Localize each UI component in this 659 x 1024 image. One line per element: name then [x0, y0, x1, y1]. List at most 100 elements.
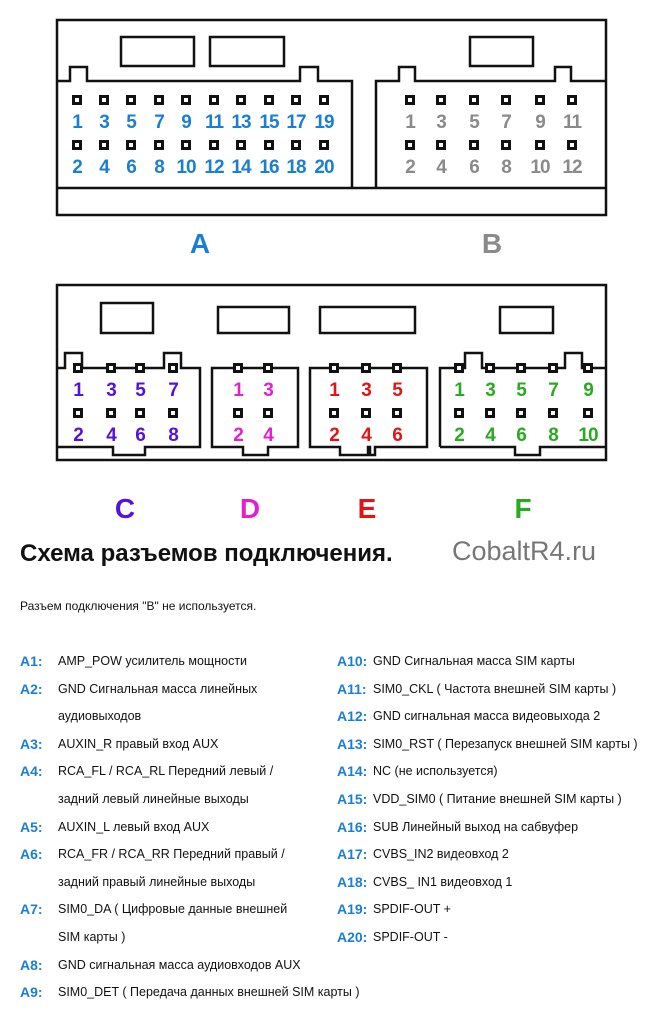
pin-number-d: 4: [263, 425, 274, 446]
pin-number-d: 1: [233, 380, 244, 401]
pin-description: AUXIN_R правый вход AUX: [58, 731, 218, 759]
pin-contact: [469, 140, 479, 150]
list-item: A12:GND сигнальная масса видеовыхода 2: [337, 703, 638, 731]
latch: [208, 35, 286, 68]
pin-description: SUB Линейный выход на сабвуфер: [373, 814, 578, 842]
pin-id: A15:: [337, 790, 368, 807]
pin-contact: [72, 95, 82, 105]
pin-number-f: 4: [485, 425, 496, 446]
pin-number-b: 8: [501, 157, 512, 178]
pin-description: RCA_FR / RCA_RR Передний правый /задний …: [58, 841, 285, 896]
pin-number-a: 10: [176, 157, 196, 178]
description-line: SUB Линейный выход на сабвуфер: [373, 819, 579, 834]
pin-contact: [469, 95, 479, 105]
list-item: A1:AMP_POW усилитель мощности: [20, 648, 360, 676]
pin-number-e: 6: [392, 425, 403, 446]
pin-contact: [264, 95, 274, 105]
connector-a-outline: [57, 65, 354, 188]
description-line: NC (не используется): [373, 764, 498, 779]
pin-id: A17:: [337, 846, 368, 863]
pin-description: AMP_POW усилитель мощности: [58, 648, 247, 676]
list-item: A4:RCA_FL / RCA_RL Передний левый /задни…: [20, 758, 360, 813]
pin-contact: [501, 95, 511, 105]
pin-contact: [73, 363, 83, 373]
pin-id: A20:: [337, 928, 368, 945]
pin-number-b: 7: [501, 112, 512, 133]
pin-contact: [535, 95, 545, 105]
pin-contact: [135, 363, 145, 373]
description-line: AMP_POW усилитель мощности: [58, 654, 248, 668]
list-item: A15:VDD_SIM0 ( Питание внешней SIM карты…: [337, 786, 638, 814]
pin-contact: [405, 140, 415, 150]
pin-number-a: 5: [126, 112, 137, 133]
pin-contact: [485, 363, 495, 373]
latch: [498, 305, 555, 335]
pin-contact: [126, 140, 136, 150]
pin-number-e: 3: [361, 380, 372, 401]
pin-number-d: 3: [263, 380, 274, 401]
pin-contact: [106, 408, 116, 418]
list-item: A5: AUXIN_L левый вход AUX: [20, 814, 360, 842]
pin-contact: [454, 408, 464, 418]
pin-id: A4:: [20, 763, 43, 780]
pin-number-a: 20: [314, 157, 334, 178]
list-item: A9:SIM0_DET ( Передача данных внешней SI…: [20, 979, 360, 1007]
pin-number-c: 6: [135, 425, 146, 446]
bottom-housing: [55, 283, 608, 462]
pin-contact: [154, 140, 164, 150]
pin-contact: [319, 140, 329, 150]
label-text: E: [357, 493, 377, 524]
pin-description: SPDIF-OUT -: [373, 924, 448, 952]
list-item: A3:AUXIN_R правый вход AUX: [20, 731, 360, 759]
connector-e-outline: [308, 366, 429, 457]
pin-number-a: 13: [231, 112, 251, 133]
pin-number-c: 8: [168, 425, 179, 446]
pin-id: A10:: [337, 653, 368, 669]
pin-number-a: 4: [99, 157, 110, 178]
description-line: RCA_FR / RCA_RR Передний правый /: [58, 847, 285, 862]
list-item: A13:SIM0_RST ( Перезапуск внешней SIM ка…: [337, 731, 638, 759]
pin-contact: [535, 140, 545, 150]
pin-number-a: 7: [154, 112, 165, 133]
pin-number-f: 8: [548, 425, 559, 446]
pin-id: A14:: [337, 763, 368, 780]
pin-description: GND сигнальная масса аудиовходов AUX: [58, 952, 301, 980]
pin-id: A5:: [20, 818, 43, 835]
label-text: B: [481, 228, 503, 259]
pin-number-a: 18: [286, 157, 306, 178]
pin-number-c: 3: [106, 380, 117, 401]
pin-number-b: 4: [436, 157, 447, 178]
pin-contact: [181, 140, 191, 150]
pin-number-b: 11: [562, 112, 582, 133]
connector-label-e: E: [358, 493, 377, 525]
description-line: SPDIF-OUT +: [373, 902, 451, 917]
list-item: A10:GND Сигнальная масса SIM карты: [337, 648, 638, 676]
pin-contact: [392, 408, 402, 418]
pin-id: A12:: [337, 708, 368, 725]
pin-contact: [329, 363, 339, 373]
pin-number-a: 11: [204, 112, 224, 133]
pin-number-e: 1: [329, 380, 340, 401]
pin-number-a: 17: [286, 112, 306, 133]
description-line: SIM0_DET ( Передача данных внешней SIM к…: [58, 985, 360, 1000]
description-line: SIM0_CKL ( Частота внешней SIM карты ): [373, 681, 617, 696]
description-line: CVBS_IN2 видеовход 2: [373, 847, 509, 862]
description-line: задний левый линейные выходы: [58, 791, 249, 806]
pin-contact: [73, 408, 83, 418]
label-text: A: [189, 228, 211, 259]
list-item: A6:RCA_FR / RCA_RR Передний правый /задн…: [20, 841, 360, 896]
latch: [216, 305, 291, 335]
description-line: SIM карты ): [58, 929, 126, 944]
pin-contact: [436, 95, 446, 105]
pin-number-c: 7: [168, 380, 179, 401]
pin-contact: [291, 95, 301, 105]
pin-id: A8:: [20, 956, 43, 973]
pin-number-a: 12: [204, 157, 224, 178]
description-line: AUXIN_L левый вход AUX: [58, 819, 210, 834]
pin-number-a: 15: [259, 112, 279, 133]
pin-id: A13:: [337, 735, 368, 752]
list-item: A20: SPDIF-OUT -: [337, 924, 638, 952]
